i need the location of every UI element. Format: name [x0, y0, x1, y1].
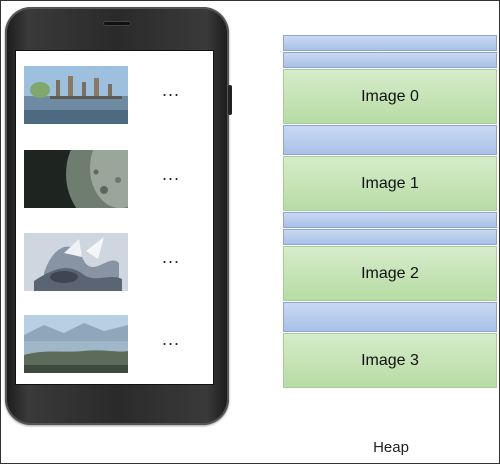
heap-block-other — [283, 52, 497, 68]
speaker-icon — [103, 21, 131, 26]
phone-device: ... ... — [5, 7, 232, 425]
heap-block-other — [283, 302, 497, 332]
abstract-splash-photo-icon — [24, 233, 128, 291]
heap-caption: Heap — [373, 439, 409, 456]
heap-block-other — [283, 229, 497, 245]
ellipsis-text: ... — [162, 247, 181, 267]
moon-surface-photo-icon — [24, 150, 128, 208]
heap-block-label: Image 0 — [361, 87, 419, 105]
ellipsis-text: ... — [162, 329, 181, 349]
list-item[interactable]: ... — [16, 315, 213, 375]
phone-side-button — [228, 85, 232, 115]
heap-block-image-0: Image 0 — [283, 69, 497, 124]
heap-block-label: Image 3 — [361, 351, 419, 369]
list-item[interactable]: ... — [16, 150, 213, 210]
heap-block-image-2: Image 2 — [283, 246, 497, 301]
ellipsis-text: ... — [162, 80, 181, 100]
heap-stack: Image 0 Image 1 Image 2 Image 3 — [283, 35, 497, 389]
heap-block-image-3: Image 3 — [283, 333, 497, 388]
city-skyline-photo-icon — [24, 66, 128, 124]
heap-block-image-1: Image 1 — [283, 156, 497, 211]
list-item[interactable]: ... — [16, 66, 213, 126]
ellipsis-text: ... — [162, 164, 181, 184]
heap-block-other — [283, 212, 497, 228]
heap-block-other — [283, 125, 497, 155]
lake-landscape-photo-icon — [24, 315, 128, 373]
list-item[interactable]: ... — [16, 233, 213, 293]
heap-block-label: Image 2 — [361, 264, 419, 282]
phone-screen: ... ... — [15, 50, 214, 385]
heap-block-other — [283, 35, 497, 51]
heap-block-label: Image 1 — [361, 174, 419, 192]
